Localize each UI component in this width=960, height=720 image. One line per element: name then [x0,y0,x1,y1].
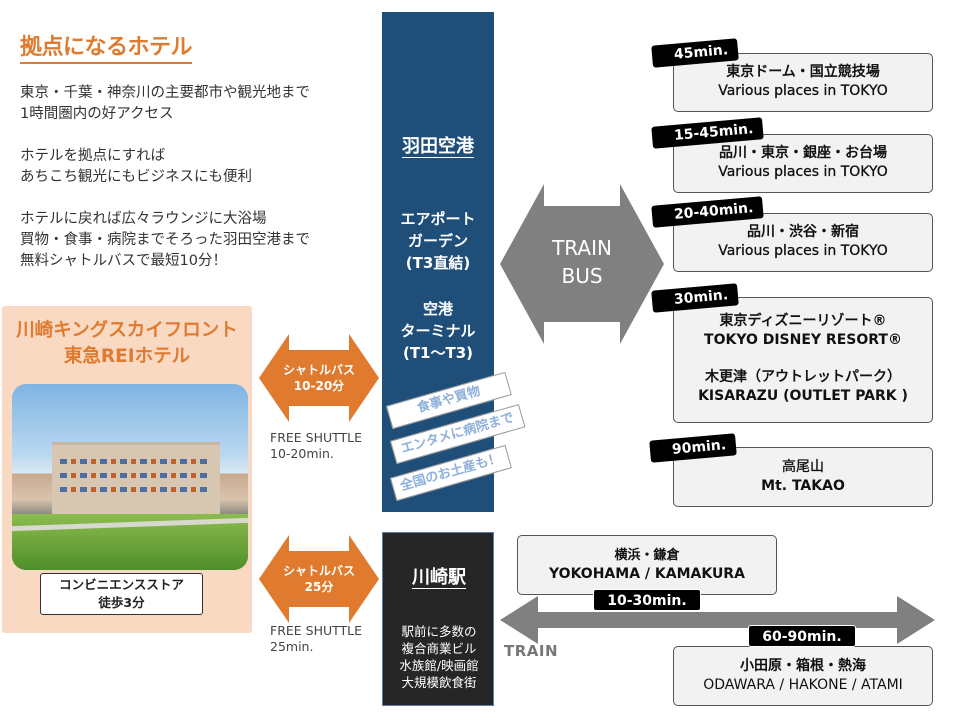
shuttle-arrow-icon [259,535,379,623]
shuttle-label-kawasaki: シャトルバス 25分 [279,563,359,595]
page-title: 拠点になるホテル [20,34,193,64]
intro-line: 東京・千葉・神奈川の主要都市や観光地まで [20,85,310,101]
destination-en: Various places in TOKYO [718,83,888,99]
free-shuttle-caption-haneda: FREE SHUTTLE 10-20min. [270,430,363,461]
destination-jp: 横浜・鎌倉 [614,548,680,563]
haneda-title-text: 羽田空港 [402,136,474,158]
destination-en: YOKOHAMA / KAMAKURA [549,566,745,582]
hotel-panel: 川崎キングスカイフロント 東急REIホテル コンビニエンスストア 徒歩3分 [2,306,252,633]
destination-en: Mt. TAKAO [761,478,845,494]
airport-garden-label: エアポート ガーデン (T3直結) [400,210,476,272]
intro-line: 無料シャトルバスで最短10分！ [20,253,227,269]
destination-box-yokohama: 横浜・鎌倉 YOKOHAMA / KAMAKURA [517,535,777,595]
convenience-store-note: コンビニエンスストア 徒歩3分 [40,573,203,615]
destination-en: ODAWARA / HAKONE / ATAMI [703,677,903,693]
hotel-building-illustration [52,442,220,514]
hotel-name-line: 東急REIホテル [63,346,191,367]
hotel-name-line: 川崎キングスカイフロント [16,320,238,341]
shuttle-label-haneda: シャトルバス 10-20分 [279,362,359,394]
intro-paragraph-base: ホテルを拠点にすれば あちこち観光にもビジネスにも便利 [20,146,252,188]
destination-en: Various places in TOKYO [718,243,888,259]
intro-paragraph-shuttle: ホテルに戻れば広々ラウンジに大浴場 買物・食事・病院までそろった羽田空港まで 無… [20,209,310,272]
destination-jp: 東京ディズニーリゾート® [719,313,887,329]
destination-box: 東京ドーム・国立競技場 Various places in TOKYO [673,53,933,112]
convenience-line: 徒歩3分 [98,595,145,610]
destination-box: 品川・東京・銀座・お台場 Various places in TOKYO [673,134,933,193]
destination-jp: 東京ドーム・国立競技場 [726,64,880,80]
destination-jp: 高尾山 [782,459,824,475]
time-badge: 10-30min. [593,589,701,611]
destination-jp: 小田原・箱根・熱海 [740,658,866,674]
destination-box-odawara: 小田原・箱根・熱海 ODAWARA / HAKONE / ATAMI [673,646,933,706]
convenience-line: コンビニエンスストア [59,577,184,592]
destination-jp: 品川・東京・銀座・お台場 [719,145,887,161]
destination-en: TOKYO DISNEY RESORT® [704,332,902,348]
free-shuttle-caption-kawasaki: FREE SHUTTLE 25min. [270,623,363,654]
shuttle-label-line: 10-20分 [293,379,345,393]
train-label: TRAIN [504,642,559,660]
airport-terminal-label: 空港 ターミナル (T1〜T3) [400,300,476,362]
destination-box: 品川・渋谷・新宿 Various places in TOKYO [673,213,933,272]
kawasaki-title: 川崎駅 [383,563,495,589]
intro-line: 1時間圏内の好アクセス [20,106,174,122]
haneda-title: 羽田空港 [382,132,494,158]
shuttle-label-line: シャトルバス [282,363,355,377]
destination-en: Various places in TOKYO [718,164,888,180]
hotel-photo [12,384,248,570]
hotel-name: 川崎キングスカイフロント 東急REIホテル [2,318,252,370]
kawasaki-title-text: 川崎駅 [412,567,466,589]
intro-paragraph-access: 東京・千葉・神奈川の主要都市や観光地まで 1時間圏内の好アクセス [20,83,310,125]
kawasaki-description: 駅前に多数の 複合商業ビル 水族館/映画館 大規模飲食街 [399,624,479,690]
intro-line: ホテルを拠点にすれば [20,148,166,164]
time-badge: 60-90min. [748,625,856,647]
destination-jp: 木更津（アウトレットパーク） [705,369,901,385]
double-arrow-icon [500,184,664,344]
transit-hub-label: TRAIN BUS [552,236,612,288]
shuttle-arrow-icon [259,334,379,422]
intro-line: あちこち観光にもビジネスにも便利 [20,169,252,185]
destination-jp: 品川・渋谷・新宿 [747,224,859,240]
destination-box: 東京ディズニーリゾート® TOKYO DISNEY RESORT® 木更津（アウ… [673,297,933,423]
destination-en: KISARAZU (OUTLET PARK ) [698,388,908,404]
kawasaki-station-box: 川崎駅 駅前に多数の 複合商業ビル 水族館/映画館 大規模飲食街 [382,532,494,706]
train-double-arrow-icon [500,596,935,644]
intro-line: 買物・食事・病院までそろった羽田空港まで [20,232,310,248]
shuttle-label-line: シャトルバス [282,564,355,578]
intro-line: ホテルに戻れば広々ラウンジに大浴場 [20,211,267,227]
shuttle-label-line: 25分 [304,580,334,594]
